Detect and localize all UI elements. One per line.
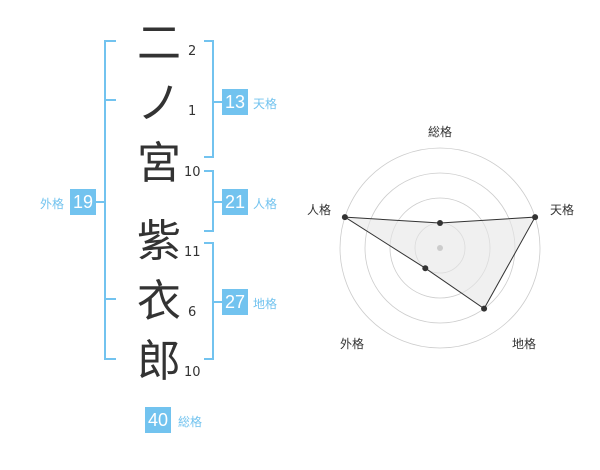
jinkaku-bracket-top <box>204 170 214 172</box>
gaikaku-value-badge: 19 <box>70 189 96 215</box>
gaikaku-label: 外格 <box>40 197 65 211</box>
radar-axis-label-chikaku: 地格 <box>512 337 537 351</box>
stroke-count-2: 1 <box>188 104 197 119</box>
gaikaku-bracket-top <box>104 40 116 42</box>
tenkaku-bracket <box>212 40 214 158</box>
tenkaku-bracket-bottom <box>204 156 214 158</box>
gaikaku-tick-lower <box>104 298 116 300</box>
name-char-3: 宮 <box>137 138 181 189</box>
radar-axis-label-jinkaku: 人格 <box>307 203 332 217</box>
gaikaku-bracket <box>104 40 106 360</box>
stroke-count-1: 2 <box>188 44 197 59</box>
stroke-count-5: 6 <box>188 305 197 320</box>
tenkaku-connector <box>212 101 222 103</box>
chikaku-connector <box>212 301 222 303</box>
name-char-5: 衣 <box>137 276 181 327</box>
stroke-count-6: 10 <box>184 365 201 380</box>
radar-ring-4 <box>339 147 541 349</box>
radar-axis-label-gaikaku: 外格 <box>340 337 365 351</box>
chikaku-value-badge: 27 <box>222 289 248 315</box>
gaikaku-bracket-bottom <box>104 358 116 360</box>
jinkaku-value-badge: 21 <box>222 189 248 215</box>
tenkaku-bracket-top <box>204 40 214 42</box>
gaikaku-tick-upper <box>104 99 116 101</box>
radar-point-4 <box>341 214 348 221</box>
name-char-2: ノ <box>137 78 181 129</box>
radar-axis-label-tenkaku: 天格 <box>550 203 575 217</box>
soukaku-value-badge: 40 <box>145 407 171 433</box>
gaikaku-connector <box>94 201 104 203</box>
tenkaku-value-badge: 13 <box>222 89 248 115</box>
jinkaku-connector <box>212 201 222 203</box>
radar-points <box>341 214 539 312</box>
radar-point-0 <box>437 220 443 226</box>
chikaku-bracket-top <box>204 242 214 244</box>
radar-axis-label-soukaku: 総格 <box>428 125 453 139</box>
name-char-1: 二 <box>137 18 181 69</box>
stroke-count-4: 11 <box>184 245 201 260</box>
chikaku-bracket-bottom <box>204 358 214 360</box>
soukaku-label: 総格 <box>178 415 203 429</box>
stroke-count-3: 10 <box>184 165 201 180</box>
name-char-6: 郎 <box>137 336 181 387</box>
jinkaku-bracket-bottom <box>204 230 214 232</box>
tenkaku-label: 天格 <box>253 97 278 111</box>
chikaku-label: 地格 <box>253 297 278 311</box>
jinkaku-label: 人格 <box>253 197 278 211</box>
radar-point-1 <box>532 214 539 221</box>
name-char-4: 紫 <box>137 216 181 267</box>
radar-point-2 <box>481 305 488 312</box>
radar-center-dot <box>437 245 443 251</box>
radar-point-3 <box>422 265 429 272</box>
radar-data-polygon <box>344 216 536 310</box>
